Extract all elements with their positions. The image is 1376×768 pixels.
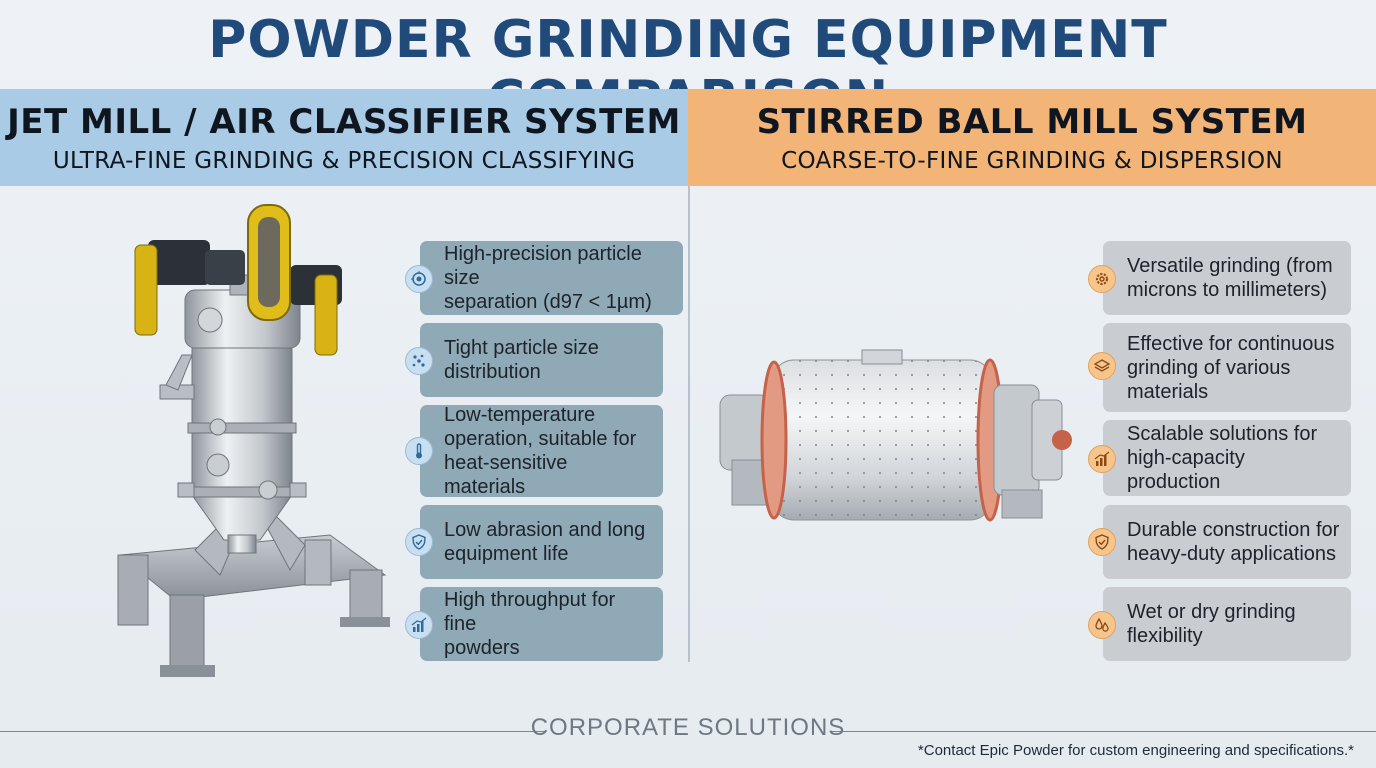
bar-chart-icon [1088, 445, 1116, 473]
gear-icon [1088, 265, 1116, 293]
footer-rule-right [832, 731, 1376, 732]
jet-mill-header: JET MILL / AIR CLASSIFIER SYSTEM ULTRA-F… [0, 89, 688, 186]
jet-mill-title: JET MILL / AIR CLASSIFIER SYSTEM [7, 101, 681, 142]
bar-chart-icon [405, 611, 433, 639]
ball-mill-header: STIRRED BALL MILL SYSTEM COARSE-TO-FINE … [688, 89, 1376, 186]
target-icon [405, 265, 433, 293]
footer-rule-left [0, 731, 545, 732]
ball-mill-subtitle: COARSE-TO-FINE GRINDING & DISPERSION [781, 147, 1283, 174]
ball-mill-title: STIRRED BALL MILL SYSTEM [756, 101, 1308, 142]
ball-mill-image [719, 349, 1072, 522]
particles-icon [405, 347, 433, 375]
footer-note: *Contact Epic Powder for custom engineer… [917, 742, 1354, 759]
shield-check-icon [1088, 528, 1116, 556]
footer-brand: CORPORATE SOLUTIONS [530, 714, 846, 741]
jet-mill-subtitle: ULTRA-FINE GRINDING & PRECISION CLASSIFY… [52, 147, 636, 174]
thermometer-icon [405, 437, 433, 465]
shield-check-icon [405, 528, 433, 556]
droplets-icon [1088, 611, 1116, 639]
panel-divider [688, 186, 690, 662]
layers-icon [1088, 352, 1116, 380]
jet-mill-image [117, 204, 390, 677]
